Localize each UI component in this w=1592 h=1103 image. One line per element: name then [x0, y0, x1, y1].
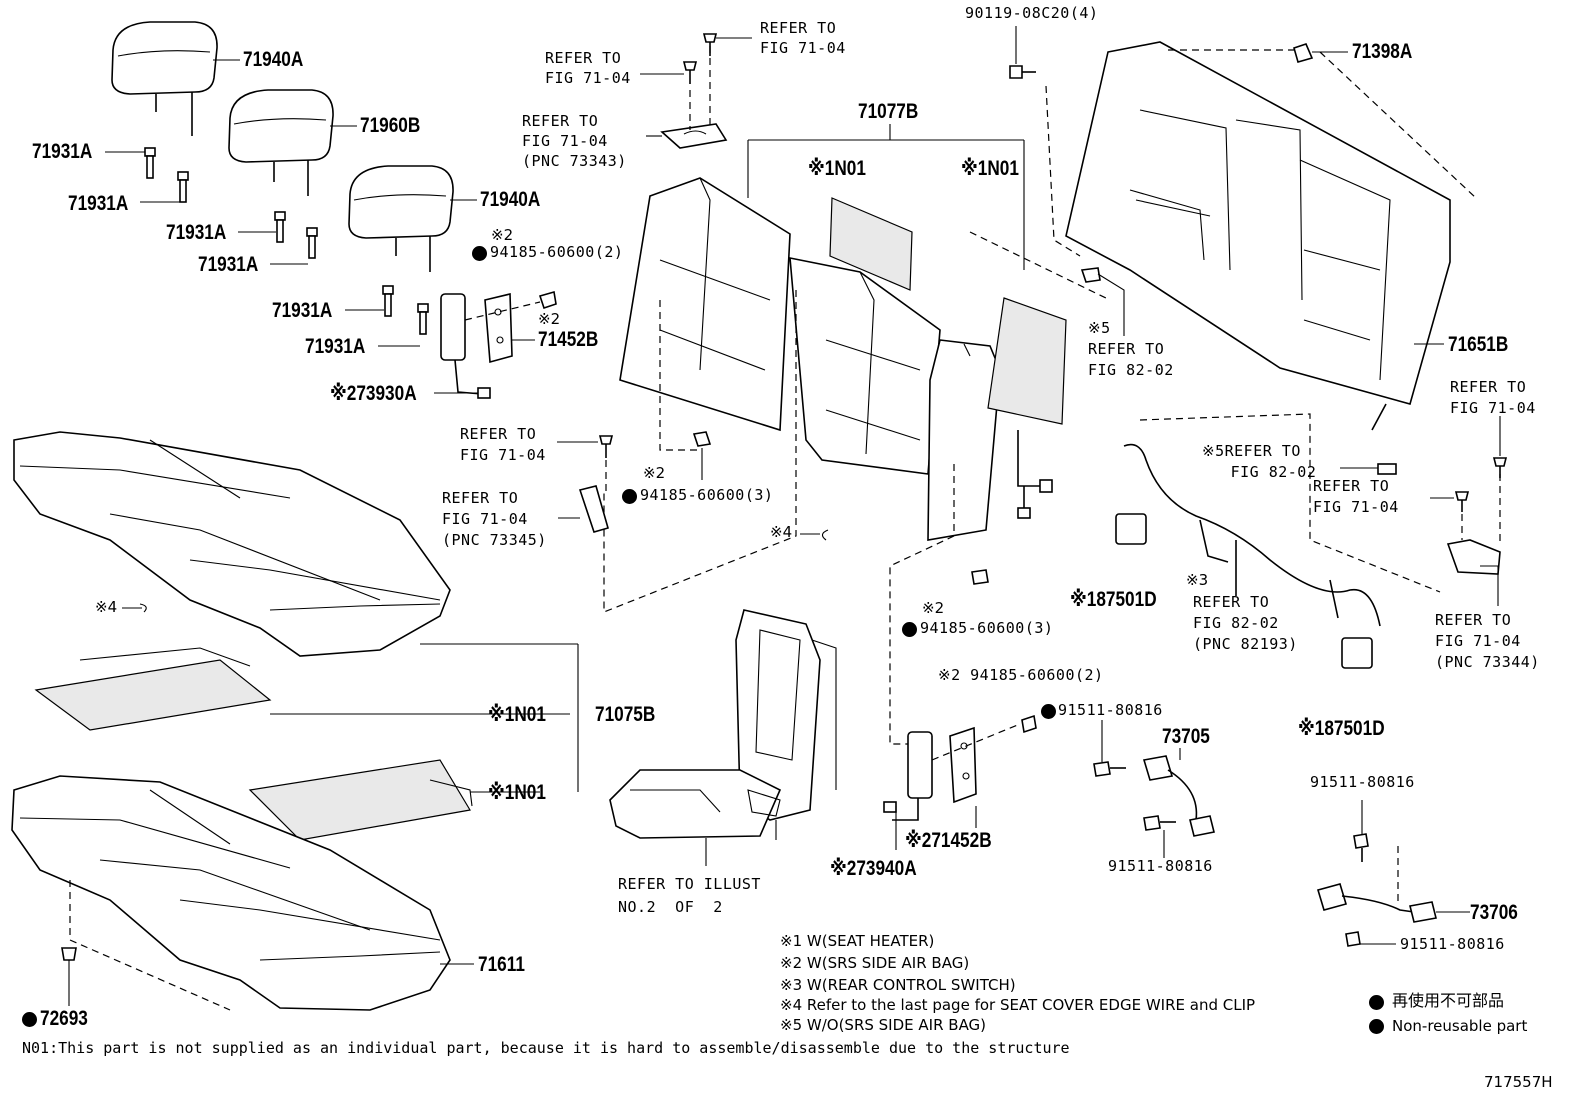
part-label-71611: 71611 [478, 953, 525, 976]
part-label-71940A-bottom: 71940A [480, 188, 541, 211]
note-mark-2: ※2 [491, 226, 514, 244]
part-label-87501D: ※187501D [1298, 717, 1385, 740]
headrest-71940A-top [111, 21, 218, 136]
refer-to-fig-71-04: REFER TO FIG 71-04 [545, 49, 631, 87]
bracket-73343 [640, 33, 752, 149]
part-label-73930A: ※273930A [330, 382, 417, 405]
part-label-73940A: ※273940A [830, 857, 917, 880]
part-label-71452B: ※271452B [905, 829, 992, 852]
part-label-71651B: 71651B [1448, 333, 1509, 356]
part-label-71940A-top: 71940A [243, 48, 304, 71]
headrest-71940A-bottom [348, 165, 454, 272]
note-seat-heater: ※1 W(SEAT HEATER) [780, 932, 935, 950]
part-label-91511: 91511-80816 [1310, 773, 1415, 791]
note-srs-side-airbag: ※2 W(SRS SIDE AIR BAG) [780, 954, 970, 972]
note-mark-2: ※2 [643, 464, 666, 482]
non-reusable-dot [22, 1012, 37, 1027]
side-airbag-left [434, 290, 557, 399]
part-label-N01: ※1N01 [488, 781, 546, 804]
armrest-assembly [609, 609, 837, 866]
bracket-73706 [1316, 800, 1470, 947]
refer-to-pnc-73345: REFER TO FIG 71-04 (PNC 73345) [442, 489, 547, 549]
seat-cushion-71611 [11, 775, 474, 1011]
part-label-71075B: 71075B [595, 703, 656, 726]
part-label-94185: 94185-60600(2) [490, 243, 624, 261]
part-label-N01: ※1N01 [488, 703, 546, 726]
bracket-73705 [1093, 720, 1215, 858]
part-label-71931A: 71931A [305, 335, 366, 358]
note-wo-srs-side-airbag: ※5 W/O(SRS SIDE AIR BAG) [780, 1016, 987, 1034]
wire-harness [1115, 413, 1508, 669]
refer-to-fig-71-04: REFER TO FIG 71-04 [1450, 378, 1536, 417]
refer-to-fig-71-04: REFER TO FIG 71-04 [460, 425, 546, 464]
legend-japanese: 再使用不可部品 [1392, 991, 1505, 1010]
footnote-n01: N01:This part is not supplied as an indi… [22, 1039, 1070, 1057]
leader-lines-left [105, 59, 477, 347]
note-mark-2: ※2 [538, 310, 561, 328]
part-label-71931A: 71931A [32, 140, 93, 163]
part-label-N01: ※1N01 [808, 157, 866, 180]
part-label-N01: ※1N01 [961, 157, 1019, 180]
non-reusable-dot [902, 622, 917, 637]
part-label-71077B: 71077B [858, 100, 919, 123]
part-label-71452B: 71452B [538, 328, 599, 351]
note-mark-4: ※4 [95, 598, 118, 616]
part-label-73706: 73706 [1470, 901, 1518, 924]
part-label-94185: 94185-60600(3) [640, 486, 774, 504]
heater-pad-N01-upper [829, 197, 1111, 519]
part-label-90119: 90119-08C20(4) [965, 4, 1099, 22]
part-label-71931A: 71931A [68, 192, 129, 215]
illustration-id: 717557H [1484, 1073, 1553, 1091]
rear-panel-71651B [1009, 26, 1477, 431]
part-label-71398A: 71398A [1352, 40, 1413, 63]
part-label-71931A: 71931A [272, 299, 333, 322]
seatback-71077B [603, 124, 1025, 745]
non-reusable-dot [472, 246, 487, 261]
clips-left-middle [557, 431, 829, 541]
part-label-71931A: 71931A [198, 253, 259, 276]
part-label-73705: 73705 [1162, 725, 1210, 748]
part-label-94185: ※2 94185-60600(2) [938, 666, 1104, 684]
note-mark-3: ※3 [1186, 571, 1209, 589]
part-label-72693: 72693 [40, 1007, 88, 1030]
note-rear-control-switch: ※3 W(REAR CONTROL SWITCH) [780, 976, 1016, 994]
note-edge-wire-clip: ※4 Refer to the last page for SEAT COVER… [780, 996, 1256, 1014]
part-label-91511: 91511-80816 [1400, 935, 1505, 953]
part-label-91511: 91511-80816 [1108, 857, 1213, 875]
seat-cushion-71075B [13, 431, 579, 841]
part-label-71960B: 71960B [360, 114, 421, 137]
note-mark-4: ※4 [770, 523, 793, 541]
non-reusable-dot [1041, 704, 1056, 719]
refer-to-pnc-73344: REFER TO FIG 71-04 (PNC 73344) [1435, 611, 1540, 671]
part-label-87501D: ※187501D [1070, 588, 1157, 611]
refer-to-illust-no2: REFER TO ILLUST NO.2 OF 2 [618, 875, 761, 916]
refer-to-fig-71-04: REFER TO FIG 71-04 [1313, 477, 1399, 516]
side-airbag-right [883, 569, 1037, 850]
headrest-71960B [228, 89, 334, 196]
refer-to-pnc-73343: REFER TO FIG 71-04 (PNC 73343) [522, 112, 627, 170]
part-label-91511: 91511-80816 [1058, 701, 1163, 719]
non-reusable-dot [622, 489, 637, 504]
legend-dot [1369, 995, 1384, 1010]
legend-dot [1369, 1019, 1384, 1034]
note-mark-2: ※2 [922, 599, 945, 617]
refer-to-fig-82-02: ※5 REFER TO FIG 82-02 [1088, 319, 1174, 379]
refer-to-pnc-82193: REFER TO FIG 82-02 (PNC 82193) [1193, 593, 1298, 653]
part-label-71931A: 71931A [166, 221, 227, 244]
notes-block: ※1 W(SEAT HEATER) ※2 W(SRS SIDE AIR BAG)… [780, 930, 1255, 1035]
part-label-94185: 94185-60600(3) [920, 619, 1054, 637]
legend-non-reusable: Non-reusable part [1392, 1017, 1528, 1035]
refer-to-fig-82-02: ※5REFER TO FIG 82-02 [1202, 442, 1317, 481]
refer-to-fig-71-04: REFER TO FIG 71-04 [760, 19, 846, 57]
